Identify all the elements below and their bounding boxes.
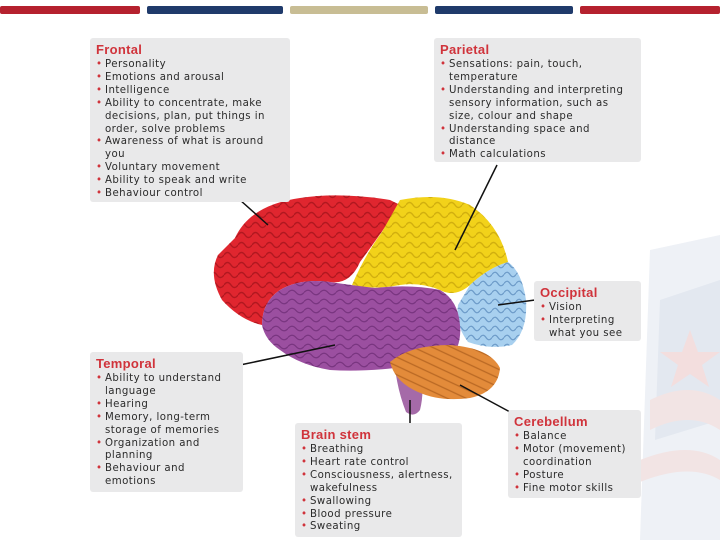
brainstem-list: Breathing Heart rate control Consciousne… [301,444,456,534]
frontal-lobe-shape [213,195,400,325]
frontal-list: Personality Emotions and arousal Intelli… [96,59,284,201]
parietal-list: Sensations: pain, touch, temperature Und… [440,59,635,162]
list-item: Ability to speak and write [96,175,284,188]
occipital-list: Vision Interpreting what you see [540,302,635,341]
temporal-list: Ability to understand language Hearing M… [96,373,237,489]
temporal-title: Temporal [96,356,156,371]
list-item: Sensations: pain, touch, temperature [440,59,635,85]
occipital-title: Occipital [540,285,598,300]
temporal-info-box: Temporal Ability to understand language … [90,352,243,492]
list-item: Emotions and arousal [96,72,284,85]
cerebellum-pointer [459,384,511,413]
parietal-info-box: Parietal Sensations: pain, touch, temper… [434,38,641,162]
list-item: Vision [540,302,635,315]
list-item: Hearing [96,399,237,412]
cerebellum-info-box: Cerebellum Balance Motor (movement) coor… [508,410,641,498]
top-bar-tan [290,6,428,14]
list-item: Blood pressure [301,509,456,522]
list-item: Personality [96,59,284,72]
list-item: Breathing [301,444,456,457]
brainstem-info-box: Brain stem Breathing Heart rate control … [295,423,462,537]
list-item: Intelligence [96,85,284,98]
list-item: Behaviour control [96,188,284,201]
list-item: Math calculations [440,149,635,162]
temporal-lobe-shape [262,281,461,371]
list-item: Ability to concentrate, make decisions, … [96,98,284,137]
top-bar-red-2 [580,6,720,14]
list-item: Motor (movement) coordination [514,444,635,470]
occipital-info-box: Occipital Vision Interpreting what you s… [534,281,641,341]
cerebellum-shape [390,345,500,400]
list-item: Consciousness, alertness, wakefulness [301,470,456,496]
list-item: Organization and planning [96,438,237,464]
list-item: Memory, long-term storage of memories [96,412,237,438]
frontal-title: Frontal [96,42,143,57]
top-bar-red-1 [0,6,140,14]
list-item: Ability to understand language [96,373,237,399]
list-item: Understanding and interpreting sensory i… [440,85,635,124]
temporal-pointer [239,344,336,366]
list-item: Interpreting what you see [540,315,635,341]
list-item: Posture [514,470,635,483]
list-item: Swallowing [301,496,456,509]
top-bar-navy-1 [147,6,283,14]
list-item: Fine motor skills [514,483,635,496]
list-item: Voluntary movement [96,162,284,175]
list-item: Heart rate control [301,457,456,470]
frontal-info-box: Frontal Personality Emotions and arousal… [90,38,290,202]
occipital-lobe-shape [457,262,527,347]
list-item: Understanding space and distance [440,124,635,150]
cerebellum-title: Cerebellum [514,414,588,429]
frontal-pointer [239,199,269,226]
list-item: Behaviour and emotions [96,463,237,489]
brainstem-title: Brain stem [301,427,372,442]
cerebellum-list: Balance Motor (movement) coordination Po… [514,431,635,496]
top-bar-navy-2 [435,6,573,14]
occipital-pointer [497,299,536,306]
list-item: Sweating [301,521,456,534]
list-item: Balance [514,431,635,444]
parietal-pointer [454,164,498,251]
parietal-title: Parietal [440,42,490,57]
list-item: Awareness of what is around you [96,136,284,162]
